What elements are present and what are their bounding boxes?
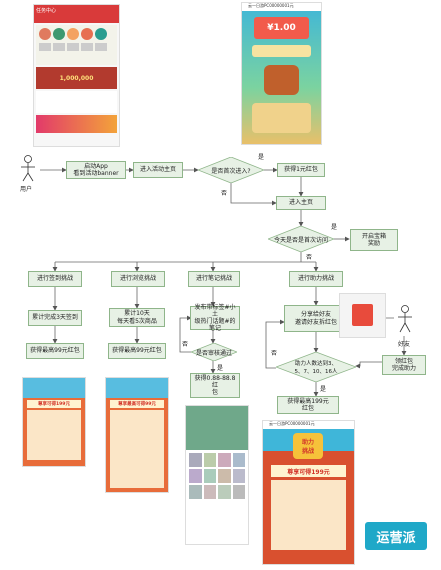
assist-challenge-header: 云一日游PC00000001元	[263, 421, 354, 429]
note-review-decision: 是否审核通过	[191, 343, 237, 361]
first-time-decision: 是否首次进入?	[198, 157, 264, 183]
signin-challenge-screenshot: 尊享可得199元	[22, 377, 86, 467]
task-assist-node: 进行助力挑战	[289, 271, 343, 287]
assist-challenge-badge: 助力 挑战	[293, 433, 323, 459]
user-actor-icon	[21, 155, 35, 182]
first-time-decision-label: 是否首次进入?	[211, 167, 251, 175]
browse-challenge-title: 尊享最高可得99元	[110, 400, 164, 408]
assist-yes-label: 是	[320, 386, 327, 393]
friend-assist-node: 领红包 完成助力	[382, 355, 426, 375]
note-review-decision-label: 是否审核通过	[195, 349, 232, 357]
assist-count-decision-label: 助力人数达到3、 5、7、10、16人	[294, 361, 338, 375]
signin-challenge-title: 尊享可得199元	[27, 400, 81, 408]
daily-visit-decision-label: 今天是否是首次访问	[273, 236, 328, 244]
first-time-no-label: 否	[221, 190, 228, 197]
daily-visit-decision: 今天是否是首次访问	[268, 226, 334, 252]
start-app-node: 启动App 看到活动banner	[66, 161, 126, 179]
enter-main-node: 进入主页	[276, 196, 326, 210]
red-packet-node: 获得1元红包	[277, 163, 325, 177]
signin-reward-node: 获得最高99元红包	[26, 343, 84, 359]
daily-yes-label: 是	[331, 224, 338, 231]
assist-challenge-title: 尊享可得199元	[271, 465, 346, 477]
note-reward-node: 获得0.88-88.8红 包	[190, 373, 240, 398]
watermark-logo: 运营派	[365, 522, 427, 550]
app-home-header: 任务中心	[34, 5, 119, 23]
note-yes-label: 是	[217, 365, 224, 372]
assist-detail-node: 分享给好友 邀请好友拆红包	[284, 305, 348, 332]
assist-challenge-screenshot: 云一日游PC00000001元 助力 挑战 尊享可得199元	[262, 420, 355, 565]
enter-page-node: 进入活动主页	[133, 162, 183, 178]
browse-challenge-screenshot: 尊享最高可得99元	[105, 377, 169, 493]
friend-actor-label: 好友	[398, 341, 411, 348]
app-home-promo-banner: 1,000,000	[36, 67, 117, 89]
assist-reward-node: 获得最高199元 红包	[277, 396, 339, 414]
note-feed-screenshot	[185, 405, 249, 545]
activity-main-screenshot: 云一日游PC00000001元 ¥1.00	[241, 2, 322, 145]
activity-main-header: 云一日游PC00000001元	[242, 3, 321, 11]
app-home-screenshot: 任务中心 1,000,000	[33, 4, 120, 147]
assist-count-decision: 助力人数达到3、 5、7、10、16人	[276, 352, 356, 382]
friend-actor-icon	[398, 305, 412, 333]
note-no-label: 否	[182, 341, 189, 348]
daily-no-label: 否	[306, 254, 313, 261]
note-detail-node: 发布带标签#小土 级热门话题#的笔记	[190, 304, 240, 332]
assist-no-label: 否	[271, 350, 278, 357]
first-time-yes-label: 是	[258, 154, 265, 161]
task-browse-node: 进行浏览挑战	[111, 271, 165, 287]
user-actor-label: 用户	[20, 186, 33, 193]
friend-share-screenshot	[339, 293, 386, 338]
open-treasure-node: 开启宝箱 奖励	[350, 229, 398, 251]
signin-detail-node: 累计完成3天签到	[28, 310, 82, 326]
browse-reward-node: 获得最高99元红包	[108, 343, 166, 359]
task-signin-node: 进行签到挑战	[28, 271, 82, 287]
activity-main-amount: ¥1.00	[254, 17, 309, 39]
task-note-node: 进行笔记挑战	[188, 271, 240, 287]
browse-detail-node: 累计10天 每天看5次商品	[109, 308, 165, 327]
